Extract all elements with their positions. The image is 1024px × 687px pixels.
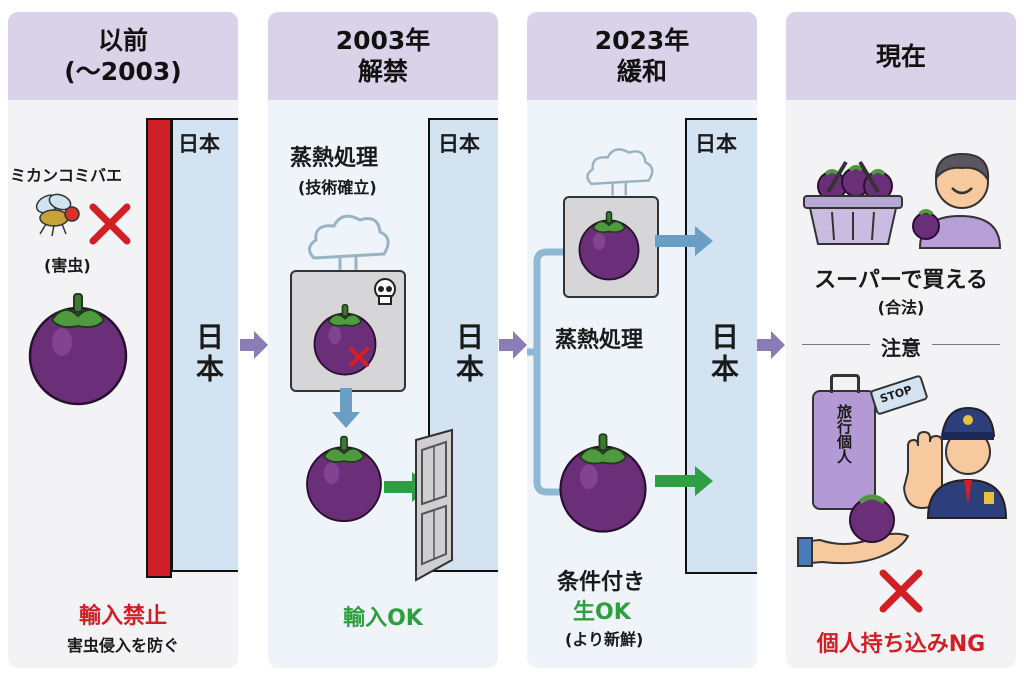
status-label: 輸入禁止 bbox=[78, 604, 167, 629]
suitcase-icon: 旅行個人 bbox=[812, 374, 876, 510]
stop-tag: STOP bbox=[869, 374, 929, 416]
x-mark-icon bbox=[89, 203, 131, 245]
panel-2023: 2023年 緩和 日本 日本 蒸熱処理 条件付き 生OK (より新鮮) bbox=[527, 12, 757, 668]
mangosteen-icon bbox=[578, 211, 640, 281]
steam-icon bbox=[586, 148, 654, 196]
flow-arrow bbox=[240, 331, 268, 359]
japan-label-small: 日本 bbox=[178, 132, 220, 156]
caution-label: 注意 bbox=[881, 336, 921, 360]
mangosteen-icon bbox=[28, 293, 128, 406]
japan-label-small: 日本 bbox=[438, 132, 480, 156]
panel-subtitle: 緩和 bbox=[616, 57, 667, 86]
door-icon bbox=[415, 428, 453, 582]
condition-label: 条件付き bbox=[557, 570, 646, 595]
panel-header: 以前 (〜2003) bbox=[8, 12, 238, 100]
status-note: (より新鮮) bbox=[565, 630, 644, 649]
panel-2003: 2003年 解禁 日本 日本 蒸熱処理 (技術確立) bbox=[268, 12, 498, 668]
japan-area bbox=[171, 118, 238, 572]
process-label: 蒸熱処理 bbox=[290, 146, 379, 171]
japan-label-big: 日本 bbox=[192, 322, 225, 386]
steam-icon bbox=[308, 214, 390, 272]
x-mark-icon bbox=[349, 347, 369, 367]
basket-icon bbox=[803, 160, 903, 245]
japan-label-big: 日本 bbox=[452, 322, 485, 386]
suitcase-text: 旅行個人 bbox=[835, 404, 853, 464]
hand-icon bbox=[797, 494, 910, 567]
panel-subtitle: 解禁 bbox=[357, 57, 408, 86]
police-officer-icon bbox=[926, 406, 1008, 519]
branch-connector bbox=[527, 248, 563, 496]
right-arrow bbox=[655, 226, 713, 256]
panel-title: 2023年 bbox=[594, 26, 690, 55]
process-label: 蒸熱処理 bbox=[555, 328, 644, 353]
japan-area bbox=[685, 118, 757, 574]
japan-label-small: 日本 bbox=[695, 132, 737, 156]
process-note: (技術確立) bbox=[298, 178, 377, 197]
panel-now: 現在 スーパーで買える (合法) 注意 旅行個人 STOP bbox=[786, 12, 1016, 668]
panel-title: 以前 bbox=[97, 26, 148, 55]
panel-before: 以前 (〜2003) 日本 日本 ミカンコミバエ (害虫) 輸入禁止 害虫侵入を… bbox=[8, 12, 238, 668]
panel-title: 現在 bbox=[875, 41, 926, 71]
pest-note: (害虫) bbox=[44, 256, 91, 275]
stop-tag-text: STOP bbox=[878, 383, 914, 406]
person-icon bbox=[912, 152, 1002, 249]
mangosteen-icon bbox=[306, 435, 382, 523]
right-arrow bbox=[655, 466, 713, 496]
panel-subtitle: (〜2003) bbox=[64, 57, 182, 86]
panel-header: 2003年 解禁 bbox=[268, 12, 498, 100]
supermarket-label: スーパーで買える bbox=[814, 268, 988, 293]
fruit-fly-icon bbox=[35, 193, 80, 237]
status-note: 害虫侵入を防ぐ bbox=[66, 636, 179, 655]
flow-arrow bbox=[499, 331, 527, 359]
divider bbox=[802, 344, 870, 345]
status-label: 生OK bbox=[573, 600, 631, 625]
status-label: 輸入OK bbox=[343, 606, 423, 631]
pest-label: ミカンコミバエ bbox=[10, 166, 123, 185]
mangosteen-icon bbox=[559, 433, 647, 533]
panel-header: 2023年 緩和 bbox=[527, 12, 757, 100]
status-label: 個人持ち込みNG bbox=[816, 632, 986, 657]
japan-label-big: 日本 bbox=[707, 322, 740, 386]
divider bbox=[932, 344, 1000, 345]
skull-icon bbox=[374, 278, 396, 305]
x-mark-icon bbox=[879, 569, 923, 613]
panel-title: 2003年 bbox=[335, 26, 431, 55]
down-arrow bbox=[332, 388, 360, 428]
supermarket-note: (合法) bbox=[877, 298, 925, 317]
flow-arrow bbox=[757, 331, 785, 359]
import-wall bbox=[146, 118, 172, 578]
panel-header: 現在 bbox=[786, 12, 1016, 100]
